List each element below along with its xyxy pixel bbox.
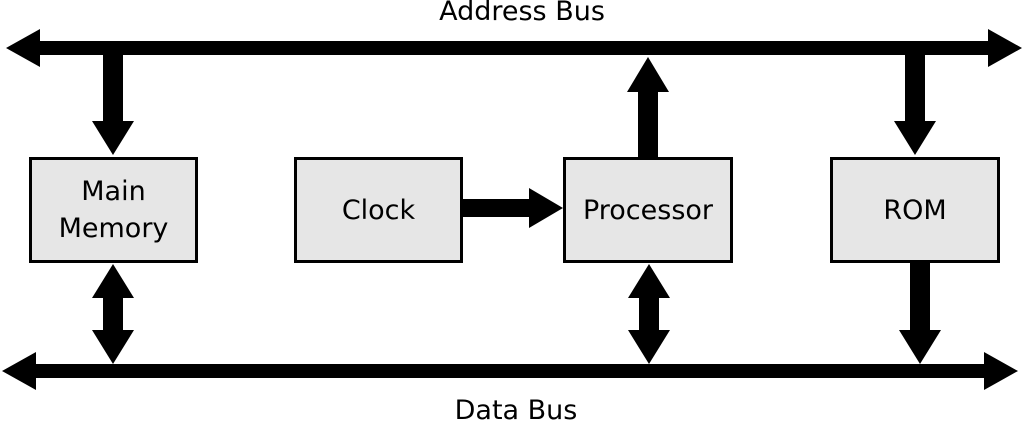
address-to-main-memory-arrow (92, 55, 134, 155)
rom-to-data-arrow (899, 263, 941, 364)
main-memory-data-arrow (92, 264, 134, 364)
rom-label: ROM (883, 194, 947, 226)
clock-to-processor-arrow (463, 188, 563, 228)
address-bus-label: Address Bus (439, 0, 605, 27)
processor-label: Processor (582, 194, 714, 226)
processor-to-address-arrow (627, 57, 669, 157)
address-bus-arrow (6, 29, 1022, 67)
clock-box: Clock (294, 157, 463, 263)
main-memory-box: Main Memory (29, 157, 198, 263)
processor-box: Processor (563, 157, 733, 263)
data-bus-arrow (2, 352, 1018, 390)
main-memory-label: Main Memory (58, 176, 169, 244)
rom-box: ROM (830, 157, 1000, 263)
clock-label: Clock (341, 194, 416, 226)
data-bus-label: Data Bus (454, 395, 578, 426)
processor-data-arrow (628, 264, 670, 364)
address-to-rom-arrow (894, 55, 936, 155)
